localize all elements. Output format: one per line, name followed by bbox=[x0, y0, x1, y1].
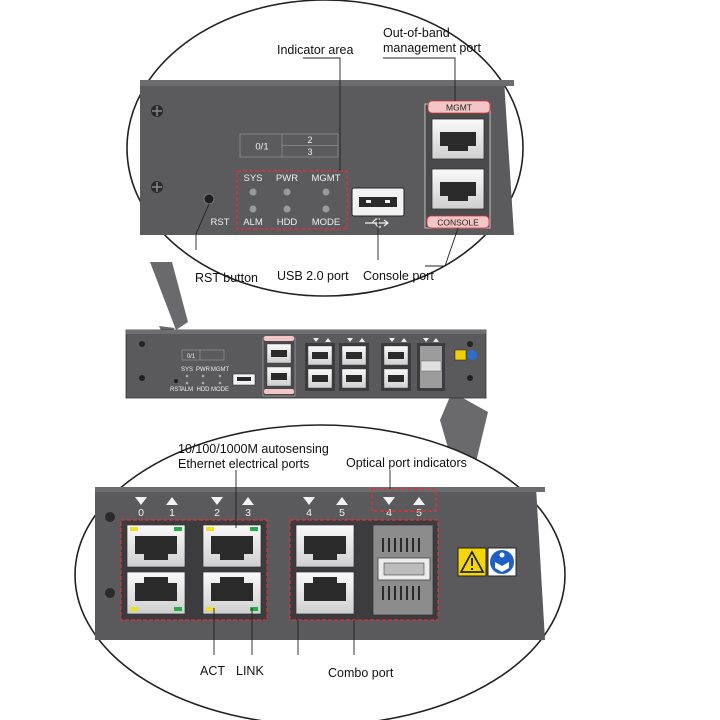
mini-indicator-area: SYS PWR MGMT ALM HDD MODE bbox=[181, 367, 230, 393]
sys-led bbox=[249, 188, 257, 196]
port-number-4: 4 bbox=[306, 507, 312, 519]
indicator-pwr-label: PWR bbox=[276, 173, 298, 184]
mini-ethernet-ports bbox=[305, 338, 445, 391]
mini-slot-label: 0/1 bbox=[187, 354, 196, 360]
pwr-led bbox=[283, 188, 291, 196]
ethernet-port-0[interactable] bbox=[126, 524, 186, 568]
optical-port-number-4: 4 bbox=[386, 507, 392, 519]
mgmt-console-ports: MGMT CONSOLE bbox=[424, 100, 491, 229]
mini-mgmt-label: MGMT bbox=[211, 367, 230, 373]
port-number-2: 2 bbox=[214, 507, 220, 519]
mini-mode-label: MODE bbox=[211, 387, 229, 393]
slot-label-a: 2 bbox=[307, 135, 312, 145]
mini-port-pair bbox=[381, 343, 411, 391]
port-number-5: 5 bbox=[339, 507, 345, 519]
mini-rst-button[interactable] bbox=[174, 379, 178, 383]
indicator-alm-label: ALM bbox=[243, 217, 263, 228]
screw-icon bbox=[151, 181, 163, 193]
read-manual-icon bbox=[487, 547, 517, 577]
ethernet-callout-line2: Ethernet electrical ports bbox=[178, 457, 309, 471]
hdd-led bbox=[283, 205, 291, 213]
indicator-area: SYS PWR MGMT ALM HDD MODE bbox=[236, 170, 348, 230]
top-panel-body bbox=[140, 80, 514, 235]
indicator-mode-label: MODE bbox=[312, 217, 341, 228]
port-number-1: 1 bbox=[169, 507, 175, 519]
mini-warning-icon bbox=[454, 349, 467, 361]
mini-port-pair bbox=[339, 343, 369, 391]
console-tag: CONSOLE bbox=[437, 218, 479, 228]
mini-sfp-ports bbox=[417, 343, 445, 391]
indicator-sys-label: SYS bbox=[243, 173, 262, 184]
port-arrows bbox=[135, 497, 425, 505]
port-number-3: 3 bbox=[245, 507, 251, 519]
mgmt-tag: MGMT bbox=[446, 103, 472, 113]
screw-icon bbox=[151, 105, 163, 117]
port-number-0: 0 bbox=[138, 507, 144, 519]
mgmt-led bbox=[322, 188, 330, 196]
console-port[interactable] bbox=[431, 168, 485, 210]
combo-port-callout: Combo port bbox=[328, 666, 394, 680]
top-zoom-view: 0/1 2 3 SYS PWR MGMT ALM HDD MODE RST bbox=[126, 0, 524, 297]
indicator-mgmt-label: MGMT bbox=[311, 173, 340, 184]
full-device-panel: 0/1 SYS PWR MGMT ALM HDD MODE RST bbox=[125, 329, 487, 399]
slot-label: 0/1 bbox=[255, 142, 268, 153]
ethernet-port-2[interactable] bbox=[202, 524, 262, 568]
mini-mgmt-console bbox=[262, 336, 296, 397]
ethernet-port-1[interactable] bbox=[126, 571, 186, 615]
sfp-ports[interactable] bbox=[372, 524, 434, 616]
optical-indicator-highlight bbox=[371, 488, 437, 512]
zoom-connector-top bbox=[150, 262, 188, 340]
rst-label: RST bbox=[211, 217, 230, 228]
mini-hdd-label: HDD bbox=[197, 387, 211, 393]
warning-icon bbox=[457, 547, 487, 577]
act-callout: ACT bbox=[200, 664, 225, 678]
alm-led bbox=[249, 205, 257, 213]
mini-alm-label: ALM bbox=[181, 387, 193, 393]
mini-rst-label: RST bbox=[170, 387, 182, 393]
oob-callout-line2: management port bbox=[383, 41, 482, 55]
indicator-area-callout: Indicator area bbox=[277, 43, 353, 57]
mini-pwr-label: PWR bbox=[196, 367, 211, 373]
optical-indicators-callout: Optical port indicators bbox=[346, 456, 467, 470]
mode-led bbox=[322, 205, 330, 213]
ethernet-ports-0-3 bbox=[120, 519, 268, 621]
bottom-callout-lines bbox=[213, 470, 391, 655]
combo-ethernet-port-4[interactable] bbox=[295, 524, 355, 568]
oob-callout-line1: Out-of-band bbox=[383, 26, 450, 40]
console-port-callout: Console port bbox=[363, 269, 434, 283]
ethernet-callout-line1: 10/100/1000M autosensing bbox=[178, 442, 329, 456]
rst-button-callout: RST button bbox=[195, 271, 258, 285]
combo-ethernet-port-5[interactable] bbox=[295, 571, 355, 615]
mini-manual-icon bbox=[467, 350, 477, 360]
slot-label-b: 3 bbox=[307, 147, 312, 157]
mgmt-port[interactable] bbox=[431, 118, 485, 160]
optical-port-number-5: 5 bbox=[416, 507, 422, 519]
combo-port-section bbox=[289, 519, 439, 621]
bottom-zoom-view: 0 1 2 3 4 5 4 5 bbox=[74, 424, 566, 720]
mini-port-pair bbox=[305, 343, 335, 391]
link-callout: LINK bbox=[236, 664, 264, 678]
indicator-hdd-label: HDD bbox=[277, 217, 298, 228]
usb-icon bbox=[365, 218, 389, 228]
usb-port[interactable] bbox=[351, 187, 405, 228]
usb-port-callout: USB 2.0 port bbox=[277, 269, 349, 283]
mini-sys-label: SYS bbox=[181, 367, 193, 373]
ethernet-port-3[interactable] bbox=[202, 571, 262, 615]
slot-label-box: 0/1 2 3 bbox=[239, 133, 339, 158]
top-callout-lines bbox=[195, 57, 459, 267]
